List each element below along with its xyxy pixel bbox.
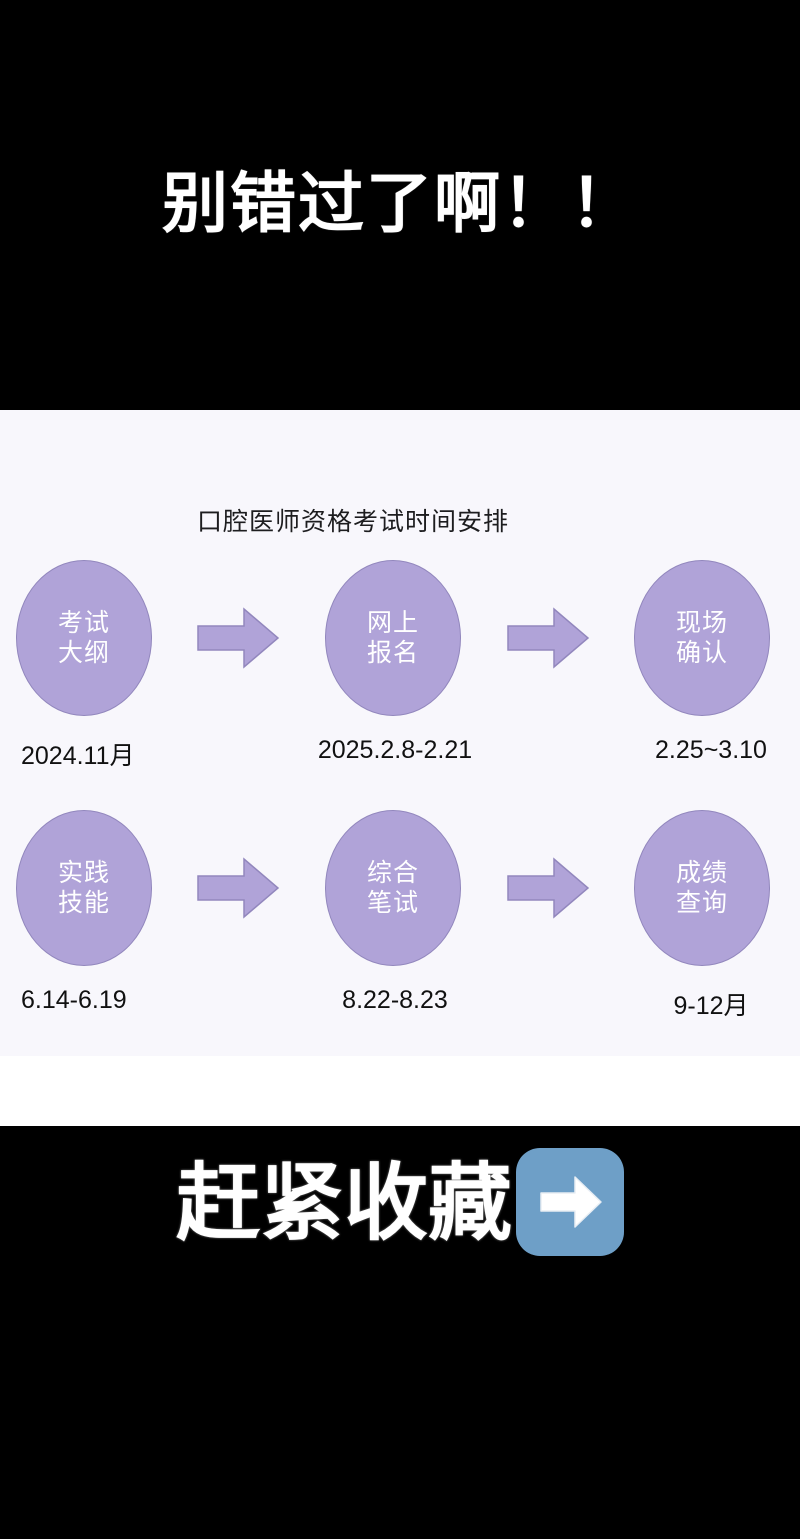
bubble-line-1: 实践 [57,858,110,887]
flow-bubble: 综合 笔试 [325,810,461,966]
flow-row-1: 考试 大纲 2024.11月 网上 报名 2025.2.8-2.21 [0,560,800,790]
bubble-line-2: 报名 [366,639,419,667]
bubble-line-1: 考试 [57,608,110,637]
flow-node-date: 8.22-8.23 [342,986,448,1014]
flow-row-2: 实践 技能 6.14-6.19 综合 笔试 8.22-8.23 [0,810,800,1040]
flow-node-exam-outline: 考试 大纲 2024.11月 [16,560,152,770]
bubble-line-1: 综合 [366,858,419,887]
flow-node-score-inquiry: 成绩 查询 9-12月 [634,810,770,1020]
flow-node-onsite-confirmation: 现场 确认 2.25~3.10 [634,560,770,764]
save-arrow-badge [516,1148,624,1256]
bubble-line-2: 确认 [675,639,728,667]
arrow-right-icon [196,856,280,920]
bubble-line-1: 网上 [366,608,419,637]
flow-bubble: 成绩 查询 [634,810,770,966]
flow-node-written-exam: 综合 笔试 8.22-8.23 [325,810,461,1014]
bottom-banner-content: 赶紧收藏 [0,1126,800,1286]
flow-node-practical-skills: 实践 技能 6.14-6.19 [16,810,152,1014]
flow-node-date: 2.25~3.10 [655,736,767,764]
top-banner: 别错过了啊！！ [0,0,800,410]
flow-bubble: 网上 报名 [325,560,461,716]
flow-node-date: 2024.11月 [21,742,135,770]
arrow-right-icon [196,606,280,670]
top-headline: 别错过了啊！！ [162,166,638,240]
flow-node-date: 6.14-6.19 [21,986,127,1014]
flow-bubble: 现场 确认 [634,560,770,716]
flow-node-date: 2025.2.8-2.21 [317,736,473,764]
bubble-line-2: 技能 [57,889,110,917]
bubble-line-2: 大纲 [57,639,110,667]
arrow-right-icon [506,606,590,670]
flow-bubble: 实践 技能 [16,810,152,966]
flow-node-online-registration: 网上 报名 2025.2.8-2.21 [318,560,472,764]
flow-node-date: 9-12月 [673,992,749,1020]
page-title: 口腔医师资格考试时间安排 [196,508,509,536]
arrow-right-icon [506,856,590,920]
bubble-line-1: 现场 [675,608,728,637]
bottom-headline: 赶紧收藏 [175,1156,512,1250]
white-separator-strip [0,1056,800,1126]
bubble-line-2: 笔试 [366,889,419,917]
bottom-banner: 赶紧收藏 [0,1126,800,1539]
bubble-line-2: 查询 [675,889,728,917]
flow-bubble: 考试 大纲 [16,560,152,716]
infographic-panel: 口腔医师资格考试时间安排 考试 大纲 2024.11月 网上 报名 [0,410,800,1058]
bubble-line-1: 成绩 [675,858,728,887]
arrow-right-icon [533,1165,607,1239]
